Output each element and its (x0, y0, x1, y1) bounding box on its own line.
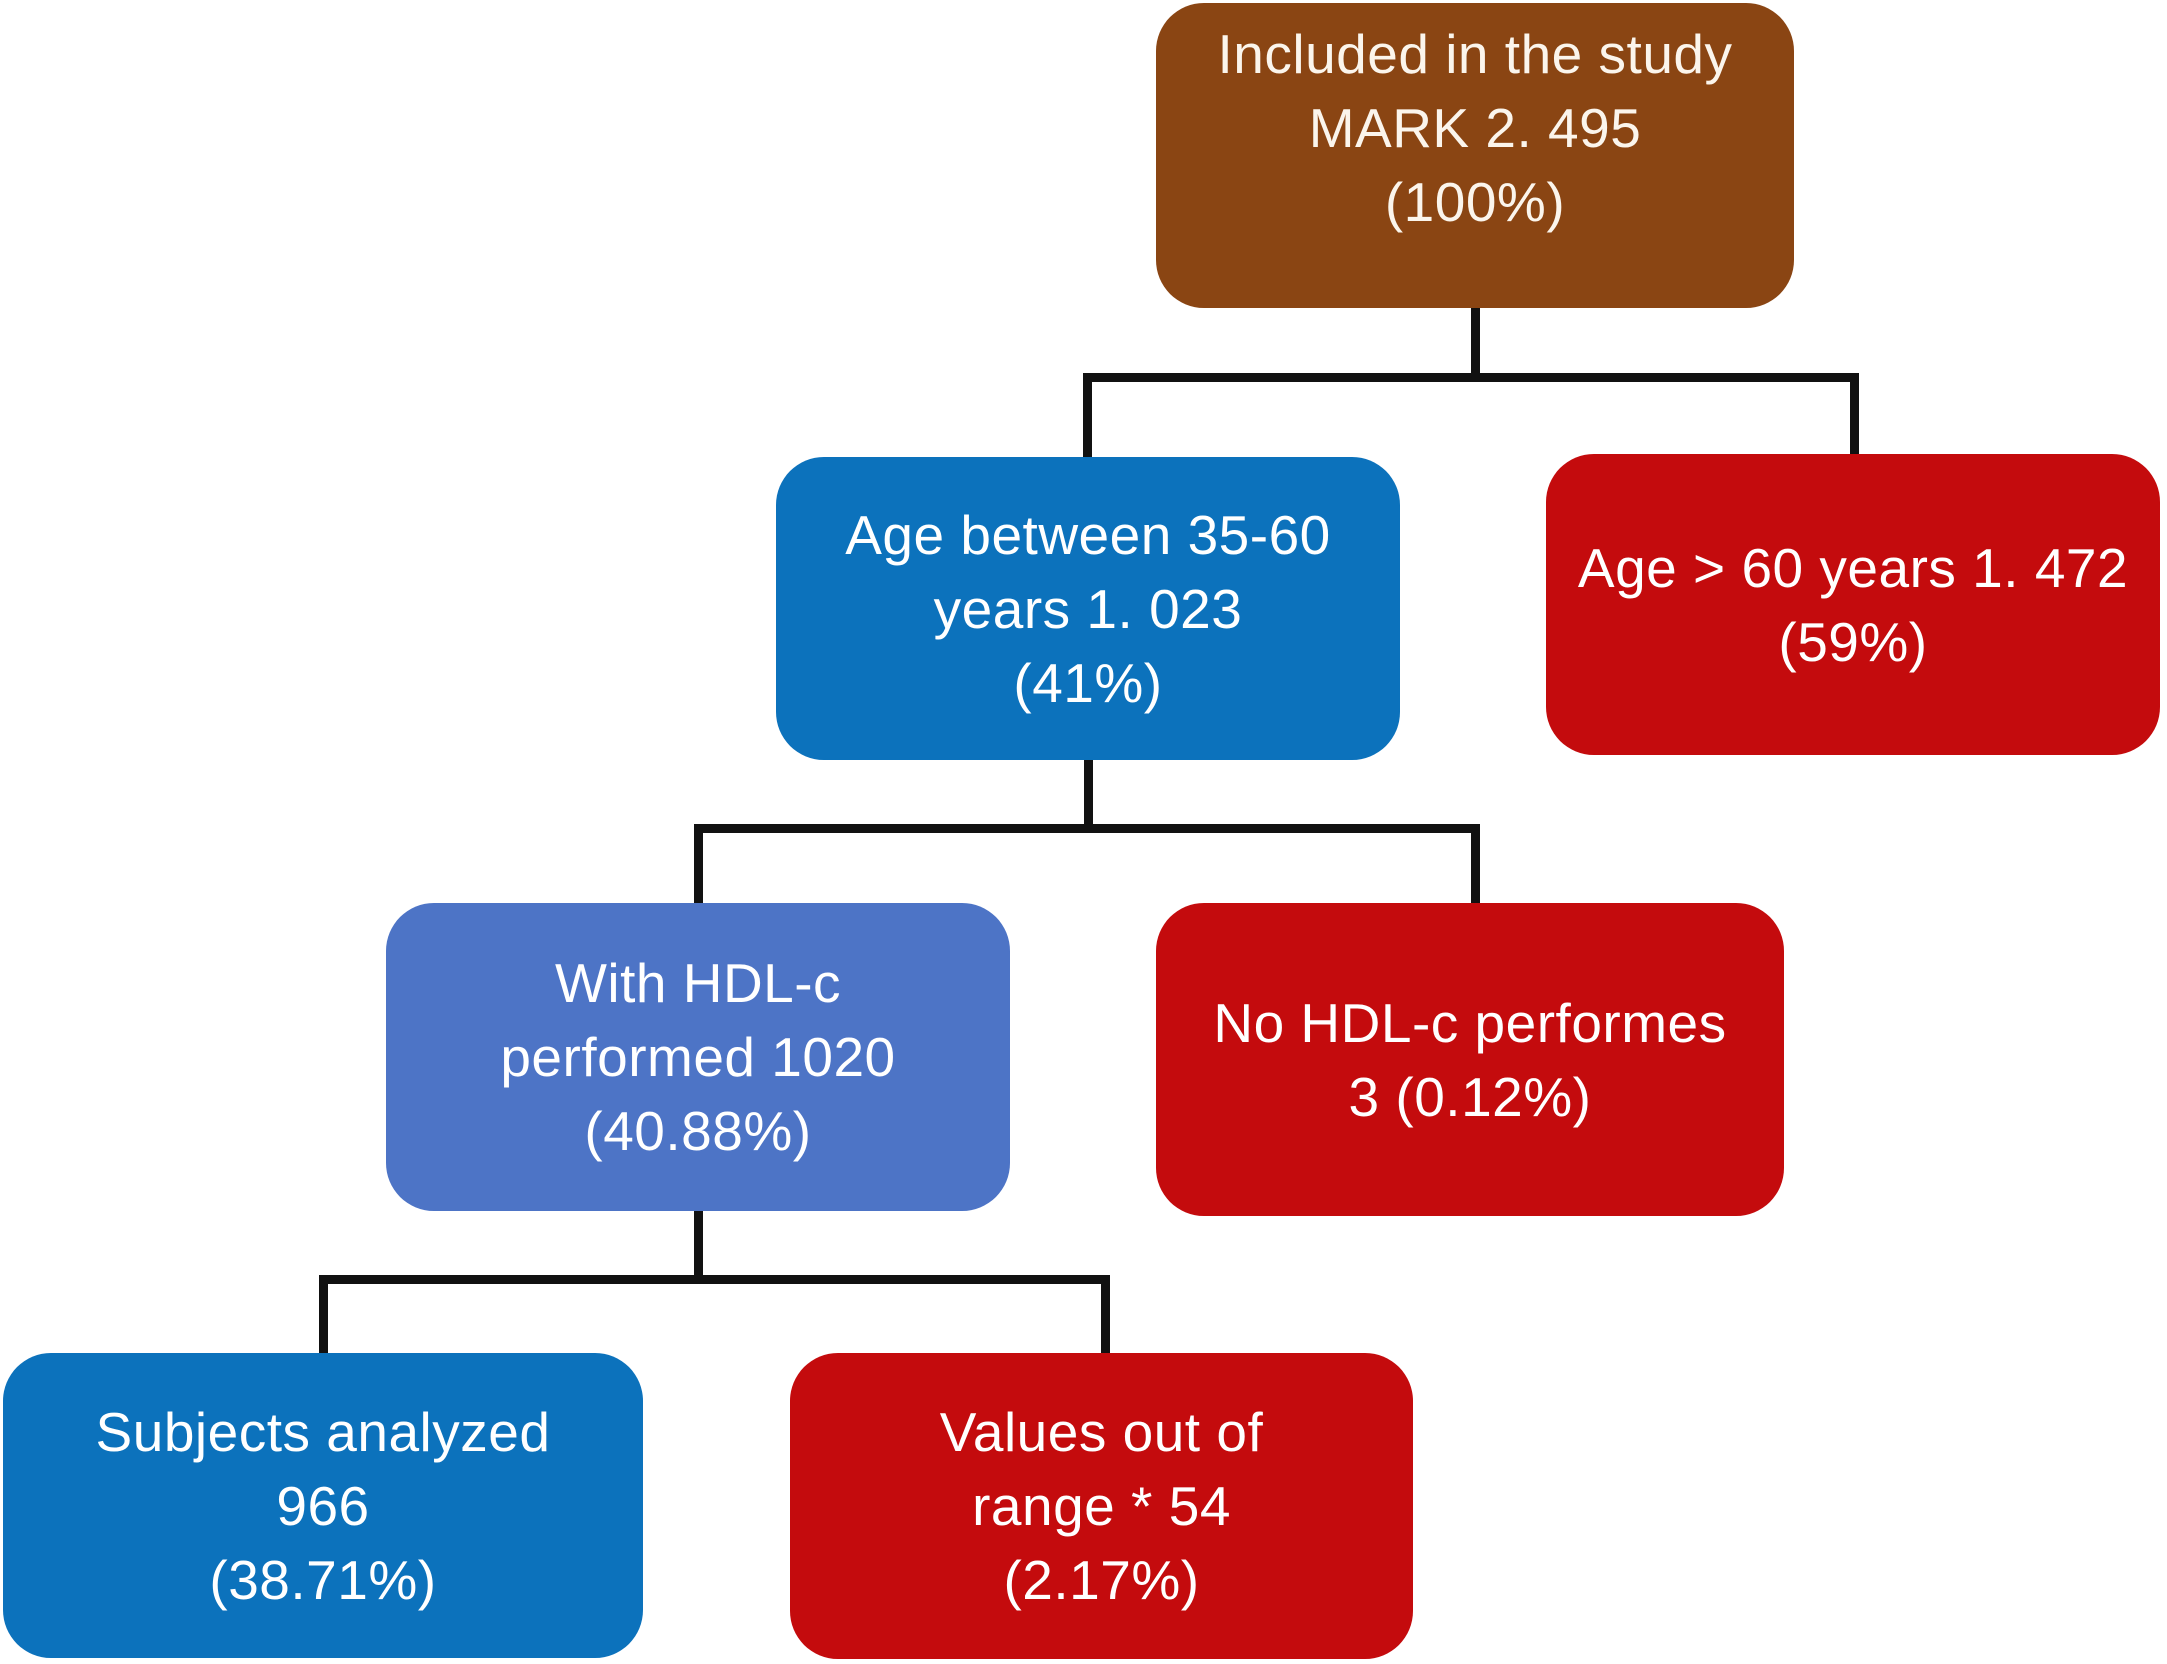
node-text-line: With HDL-c (554, 952, 842, 1014)
node-text-line: (38.71%) (209, 1548, 437, 1611)
connector-horizontal-level4 (319, 1275, 1110, 1284)
node-text-line: Values out of (939, 1401, 1264, 1463)
node-text-line: Included in the study (1217, 23, 1733, 85)
node-text-line: years 1. 023 (933, 577, 1243, 640)
node-text-line: Age between 35-60 (845, 503, 1331, 566)
connector-horizontal-level3 (694, 824, 1480, 833)
flow-node-included-in-study: Included in the study MARK 2. 495 (100%) (1156, 3, 1794, 308)
connector-horizontal-level2 (1083, 373, 1859, 382)
connector-stem-hdl-performed (694, 1209, 703, 1282)
node-text-line: performed 1020 (500, 1026, 896, 1088)
node-text-line: (40.88%) (584, 1100, 812, 1162)
node-text-line: 3 (0.12%) (1348, 1065, 1592, 1128)
connector-drop-age-over-60 (1850, 373, 1859, 458)
connector-drop-age-35-60 (1083, 373, 1092, 461)
node-text-line: Age > 60 years 1. 472 (1577, 536, 2129, 599)
connector-stem-age-35-60 (1084, 758, 1093, 832)
node-text-line: Subjects analyzed (95, 1400, 551, 1463)
node-text-line: (100%) (1384, 171, 1566, 233)
connector-stem-included (1471, 305, 1480, 382)
node-text-line: (2.17%) (1003, 1549, 1200, 1611)
node-text-line: range * 54 (972, 1475, 1231, 1537)
node-text-line: 966 (276, 1474, 370, 1537)
node-text-line: No HDL-c performes (1213, 991, 1727, 1054)
connector-drop-subjects-analyzed (319, 1275, 328, 1356)
flow-node-no-hdl-performed: No HDL-c performes 3 (0.12%) (1156, 903, 1784, 1216)
node-text-line: (41%) (1013, 651, 1163, 714)
flow-node-values-out-of-range: Values out of range * 54 (2.17%) (790, 1353, 1413, 1659)
node-text-line: (59%) (1778, 610, 1928, 673)
connector-drop-hdl-performed (694, 824, 703, 906)
connector-drop-values-out-of-range (1101, 1275, 1110, 1356)
flow-node-subjects-analyzed: Subjects analyzed 966 (38.71%) (3, 1353, 643, 1658)
connector-drop-no-hdl (1471, 824, 1480, 906)
flow-node-with-hdl-performed: With HDL-c performed 1020 (40.88%) (386, 903, 1010, 1211)
flow-node-age-between-35-60: Age between 35-60 years 1. 023 (41%) (776, 457, 1400, 760)
node-text-line: MARK 2. 495 (1308, 97, 1642, 159)
flow-node-age-over-60: Age > 60 years 1. 472 (59%) (1546, 454, 2160, 755)
